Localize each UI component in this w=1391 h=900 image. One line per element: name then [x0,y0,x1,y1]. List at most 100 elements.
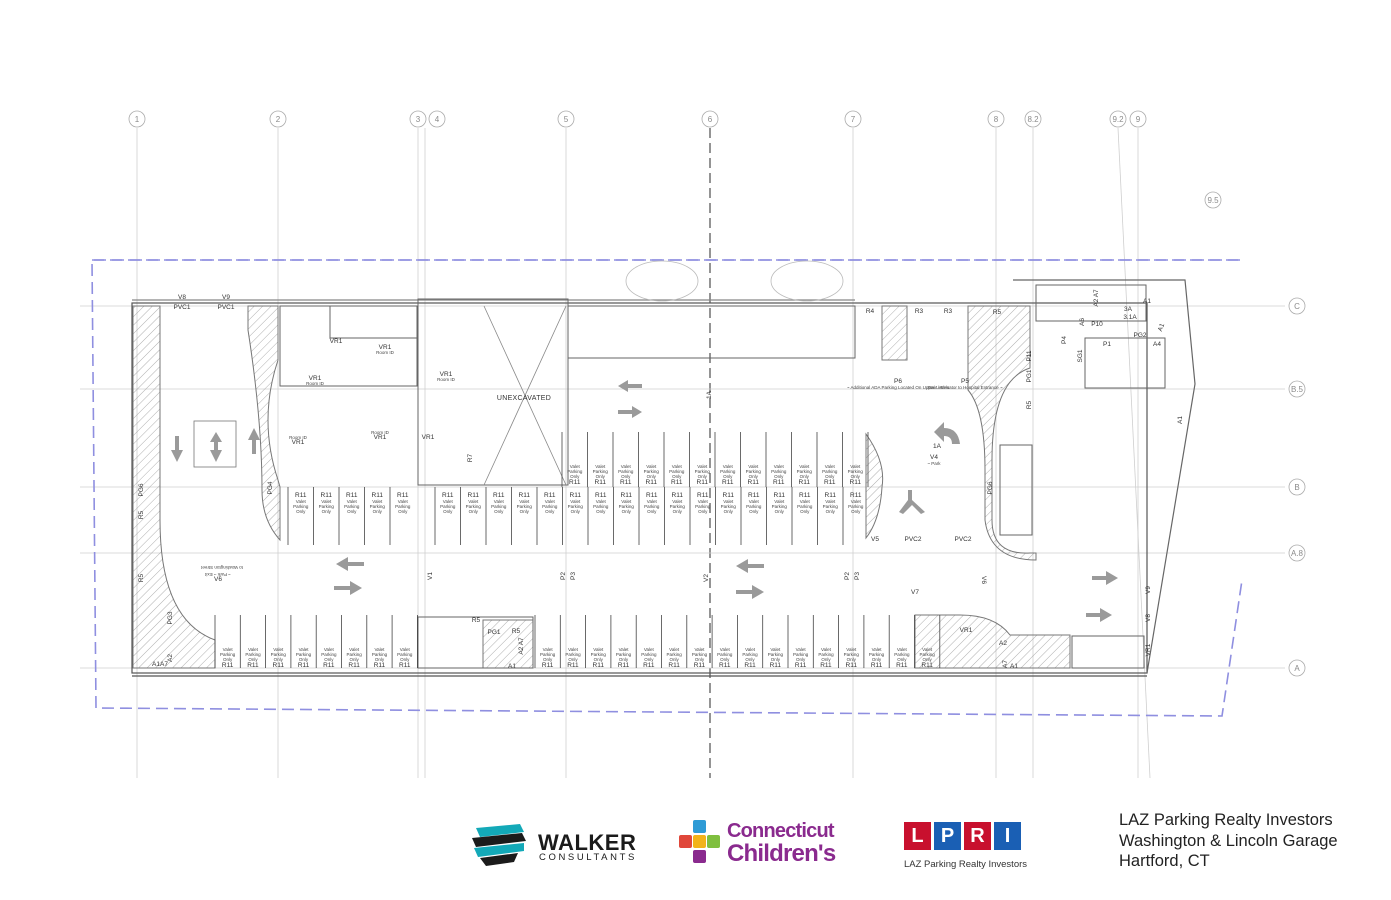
stall-row-mid-right-valet-text: Parking [517,504,533,509]
stall-row-bottom-right-valet-text: Only [619,657,629,662]
a1-label-b: A1 [508,663,516,670]
stall-row-upper-valet-text: Valet [723,464,734,469]
a1-label-diag: A1 [1157,322,1166,332]
stall-row-upper-r11-label: R11 [824,479,836,486]
stall-row-upper-valet-text: Only [825,474,835,479]
stall-row-bottom-left-r11-label: R11 [273,662,285,669]
stall-row-bottom-right-valet-text: Parking [641,652,657,657]
v6-label-b: V6 [980,576,987,584]
stall-row-mid-left-valet-text: Parking [395,504,411,509]
stall-row-bottom-right-valet-text: Only [897,657,907,662]
stall-row-bottom-right-valet-text: Only [670,657,680,662]
p6-label: P6 [894,378,902,385]
a4-label: A4 [1153,341,1161,348]
arrow-right-icon [334,581,362,595]
arrow-split-icon [899,490,925,514]
stall-row-mid-right-valet-text: Valet [672,499,683,504]
stall-row-bottom-left-valet-text: Valet [400,647,411,652]
a1a7-label: A1A7 [152,661,168,668]
stall-row-bottom-left-valet-text: Valet [299,647,310,652]
stall-row-mid-left-valet-text: Parking [319,504,335,509]
stall-row-mid-left-valet-text: Only [322,509,332,514]
stall-row-mid-right-valet-text: Valet [545,499,556,504]
arrow-left-icon [736,559,764,573]
a1-label-c: A1 [1010,663,1018,670]
stall-row-mid-right-valet-text: Only [749,509,759,514]
r5-label-c: R5 [512,628,521,635]
stall-row-bottom-left-valet-text: Only [299,657,309,662]
stall-row-mid-right-valet-text: Only [545,509,555,514]
stall-row-bottom-right-valet-text: Valet [922,647,933,652]
stall-row-mid-right-r11-label: R11 [519,492,531,499]
r5-label-left-a: R5 [138,510,145,519]
stall-row-mid-right-r11-label: R11 [825,492,837,499]
pvc2-label-a: PVC2 [905,536,922,543]
stall-row-mid-right-valet-text: Only [851,509,861,514]
stall-row-mid-right-valet-text: Only [596,509,606,514]
stall-row-upper-r11-label: R11 [569,479,581,486]
a2a7-label-top: A2 A7 [1093,289,1100,307]
stall-row-mid-right-r11-label: R11 [672,492,684,499]
stall-row-bottom-right-r11-label: R11 [921,662,933,669]
stall-row-mid-right-valet-text: Valet [468,499,479,504]
stall-row-upper-valet-text: Parking [593,469,609,474]
stall-row-bottom-left-valet-text: Valet [248,647,259,652]
stall-row-mid-right-valet-text: Valet [851,499,862,504]
arrow-up-icon [248,428,260,454]
r5-label-b: R5 [472,617,481,624]
stall-row-mid-right-valet-text: Valet [519,499,530,504]
vr1-label-c: VR1 [309,375,322,382]
stall-row-upper-r11-label: R11 [697,479,709,486]
stall-row-bottom-right-valet-text: Only [745,657,755,662]
v7-label: V7 [911,589,919,596]
traffic-arrows [171,380,1118,622]
stall-row-bottom-right-r11-label: R11 [694,662,706,669]
grid-label-b: B [1294,483,1299,492]
stall-row-mid-right-valet-text: Parking [721,504,737,509]
a6-label: A6 [1079,318,1086,326]
walker-mark-icon [472,824,526,866]
stall-row-mid-right-r11-label: R11 [748,492,760,499]
stall-row-mid-right-valet-text: Parking [466,504,482,509]
stall-row-bottom-left-r11-label: R11 [298,662,310,669]
stall-row-upper-valet-text: Valet [850,464,861,469]
stall-row-bottom-left-valet-text: Parking [296,652,312,657]
v9-label: V9 [222,294,230,301]
stall-row-bottom-right-valet-text: Parking [844,652,860,657]
stall-row-mid-right-valet-text: Valet [621,499,632,504]
a2a7-label: A2 A7 [518,637,525,655]
stall-row-bottom-right-valet-text: Valet [644,647,655,652]
stall-row-mid-right-valet-text: Parking [593,504,609,509]
title-line-owner: LAZ Parking Realty Investors [1119,811,1333,829]
p11-label: P11 [1026,350,1033,361]
stall-row-upper-valet-text: Valet [825,464,836,469]
stall-row-upper-r11-label: R11 [850,479,862,486]
v6-note: ~ Park ~ Exit [204,572,231,577]
interior-rooms [279,284,1166,669]
stall-row-mid-right-valet-text: Only [443,509,453,514]
stall-row-mid-right-valet-text: Valet [647,499,658,504]
arrow-right-icon [1092,571,1118,585]
pvc2-label-b: PVC2 [955,536,972,543]
stall-row-upper-valet-text: Valet [595,464,606,469]
stall-row-upper-valet-text: Parking [567,469,583,474]
stall-row-bottom-right-valet-text: Parking [591,652,607,657]
stall-row-bottom-right-r11-label: R11 [820,662,832,669]
stall-row-mid-right-valet-text: Parking [848,504,864,509]
stall-row-bottom-right-valet-text: Parking [565,652,581,657]
r5-label-right: R5 [1026,400,1033,409]
stall-row-bottom-right-valet-text: Valet [669,647,680,652]
grid-label-2: 2 [276,115,281,124]
pg4-label: PG4 [267,481,274,494]
stall-row-mid-right-valet-text: Only [647,509,657,514]
stall-row-bottom-left-valet-text: Only [375,657,385,662]
stall-row-upper-valet-text: Valet [621,464,632,469]
stall-row-upper-valet-text: Valet [799,464,810,469]
stall-row-mid-right-valet-text: Valet [596,499,607,504]
grid-lines-vertical [136,127,1151,779]
p2-label-b: P2 [844,572,851,580]
stall-row-bottom-right-r11-label: R11 [871,662,883,669]
stall-row-mid-right-r11-label: R11 [774,492,786,499]
stall-row-bottom-left-r11-label: R11 [222,662,234,669]
stall-row-bottom-left-valet-text: Parking [321,652,337,657]
